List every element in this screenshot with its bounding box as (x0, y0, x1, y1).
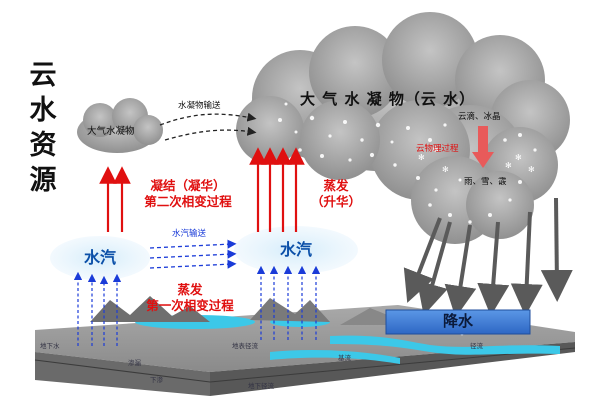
evap-sub-label-2: （升华） (310, 194, 361, 209)
precipitation-box-bg (385, 309, 531, 335)
svg-text:✻: ✻ (418, 153, 425, 162)
svg-text:✻: ✻ (442, 165, 449, 174)
condensation-label-2: 第二次相变过程 (144, 194, 232, 209)
precip-types-label: 雨、雪、霰 (464, 177, 507, 187)
cloud-droplets (278, 102, 537, 224)
snow-crystals: ✻✻✻ ✻✻✻ (418, 145, 535, 174)
big-cloud-label: 大 气 水 凝 物（云 水） (300, 90, 476, 108)
precip-arrows (403, 197, 573, 318)
cloud-process-arrow (472, 126, 494, 168)
vapor-cloud-left (50, 236, 150, 280)
precipitation-label: 降水 (442, 312, 473, 330)
ground-label: 基流 (338, 354, 351, 362)
vapor-cloud-right (234, 226, 358, 274)
vapor-transport-arrows (149, 239, 237, 269)
condensation-arrows (99, 166, 131, 232)
evap-label-1: 蒸发 (177, 282, 203, 297)
droplets-label: 云滴、冰晶 (458, 112, 501, 122)
ground-label: 地下水 (40, 342, 60, 350)
svg-text:✻: ✻ (528, 165, 535, 174)
svg-text:✻: ✻ (515, 153, 522, 162)
physical-process-label: 云物理过程 (416, 144, 459, 154)
ground-label: 地表径流 (232, 342, 258, 350)
vapor-transport-label: 水汽输送 (172, 229, 207, 239)
svg-text:✻: ✻ (432, 145, 439, 154)
condensate-transport-label: 水凝物输送 (178, 101, 221, 111)
svg-text:✻: ✻ (505, 161, 512, 170)
ground-label: 径流 (470, 342, 483, 350)
condensate-transport-arrows (159, 112, 257, 141)
ground-evaporation-arrows (73, 265, 321, 346)
vapor-right-label: 水汽 (280, 240, 313, 259)
ground-label: 渗漏 (128, 359, 141, 367)
big-cloud (236, 12, 570, 244)
vapor-left-label: 水汽 (84, 248, 117, 267)
evap-sub-label-1: 蒸发 (323, 178, 349, 193)
evap-label-2: 第一次相变过程 (146, 298, 234, 313)
ground-label: 地下径流 (248, 382, 274, 390)
diagram-title: 云水资源 (29, 60, 57, 196)
small-cloud-label: 大气水凝物 (87, 126, 135, 137)
ground-label: 下渗 (150, 376, 163, 384)
condensation-label-1: 凝结（凝华） (150, 178, 226, 193)
small-cloud (77, 98, 163, 153)
evaporation-arrows (249, 147, 305, 232)
